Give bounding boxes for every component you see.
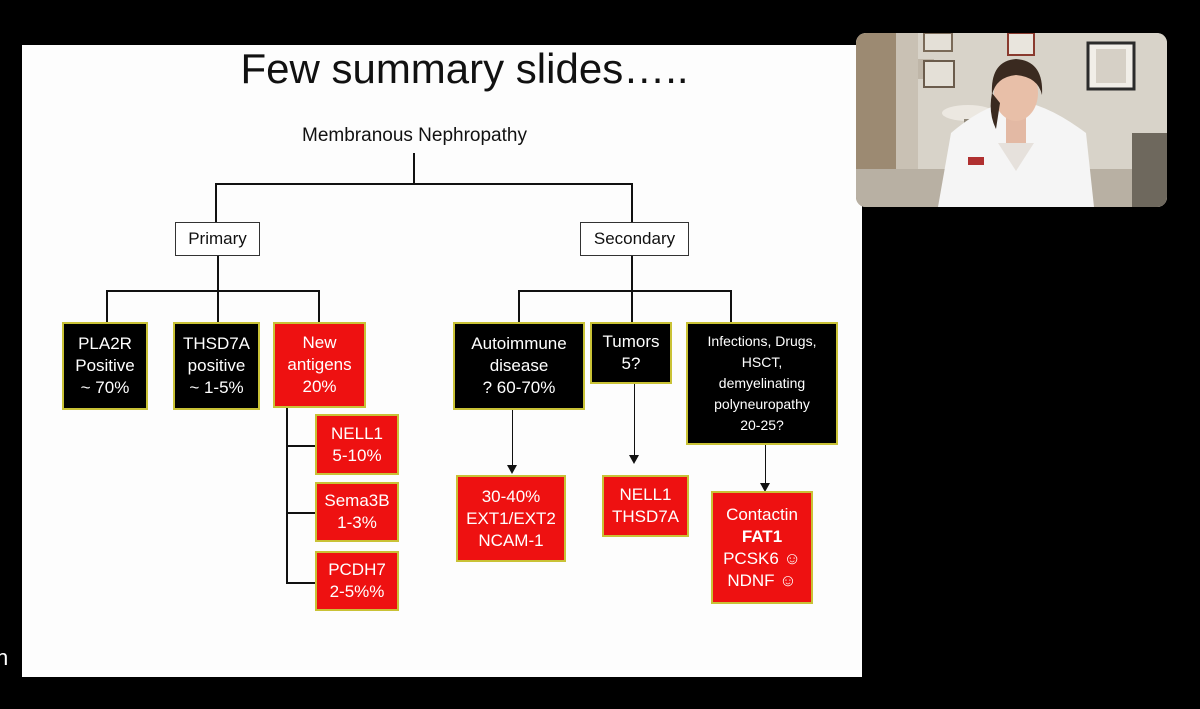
tumors-node: Tumors 5?: [590, 322, 672, 384]
arrow-infections: [760, 445, 770, 492]
connector-primary-left: [106, 290, 108, 323]
connector-antigens-vertical: [286, 408, 288, 584]
infection-antigens-node: Contactin FAT1 PCSK6 ☺ NDNF ☺: [711, 491, 813, 604]
connector-primary-down: [217, 256, 219, 291]
connector-root-right: [631, 183, 633, 223]
infections-node: Infections, Drugs, HSCT, demyelinating p…: [686, 322, 838, 445]
connector-root-down: [413, 153, 415, 184]
connector-antigen-pcdh7: [286, 582, 316, 584]
connector-primary-right: [318, 290, 320, 323]
autoimmune-node: Autoimmune disease ? 60-70%: [453, 322, 585, 410]
presentation-slide: Few summary slides….. Membranous Nephrop…: [22, 45, 862, 677]
thsd7a-node: THSD7A positive ~ 1-5%: [173, 322, 260, 410]
connector-antigen-sema3b: [286, 512, 316, 514]
connector-secondary-mid: [631, 290, 633, 323]
root-node: Membranous Nephropathy: [302, 125, 527, 146]
secondary-node: Secondary: [580, 222, 689, 256]
slide-title: Few summary slides…..: [240, 45, 689, 92]
connector-secondary-horizontal: [518, 290, 732, 292]
autoimmune-antigens-node: 30-40% EXT1/EXT2 NCAM-1: [456, 475, 566, 562]
connector-primary-horizontal: [106, 290, 320, 292]
connector-primary-mid: [217, 290, 219, 323]
pcdh7-node: PCDH7 2-5%%: [315, 551, 399, 611]
connector-secondary-down: [631, 256, 633, 291]
connector-antigen-nell1: [286, 445, 316, 447]
primary-node: Primary: [175, 222, 260, 256]
pla2r-node: PLA2R Positive ~ 70%: [62, 322, 148, 410]
connector-secondary-left: [518, 290, 520, 323]
new-antigens-node: New antigens 20%: [273, 322, 366, 408]
arrow-autoimmune: [507, 410, 517, 474]
arrow-tumors: [629, 384, 639, 464]
person-video-icon: [856, 33, 1167, 207]
nell1-node: NELL1 5-10%: [315, 414, 399, 475]
connector-root-left: [215, 183, 217, 223]
connector-secondary-right: [730, 290, 732, 323]
webcam-thumbnail[interactable]: [856, 33, 1167, 207]
edge-text-fragment: n: [0, 645, 9, 670]
sema3b-node: Sema3B 1-3%: [315, 482, 399, 542]
connector-root-horizontal: [215, 183, 633, 185]
tumor-antigens-node: NELL1 THSD7A: [602, 475, 689, 537]
